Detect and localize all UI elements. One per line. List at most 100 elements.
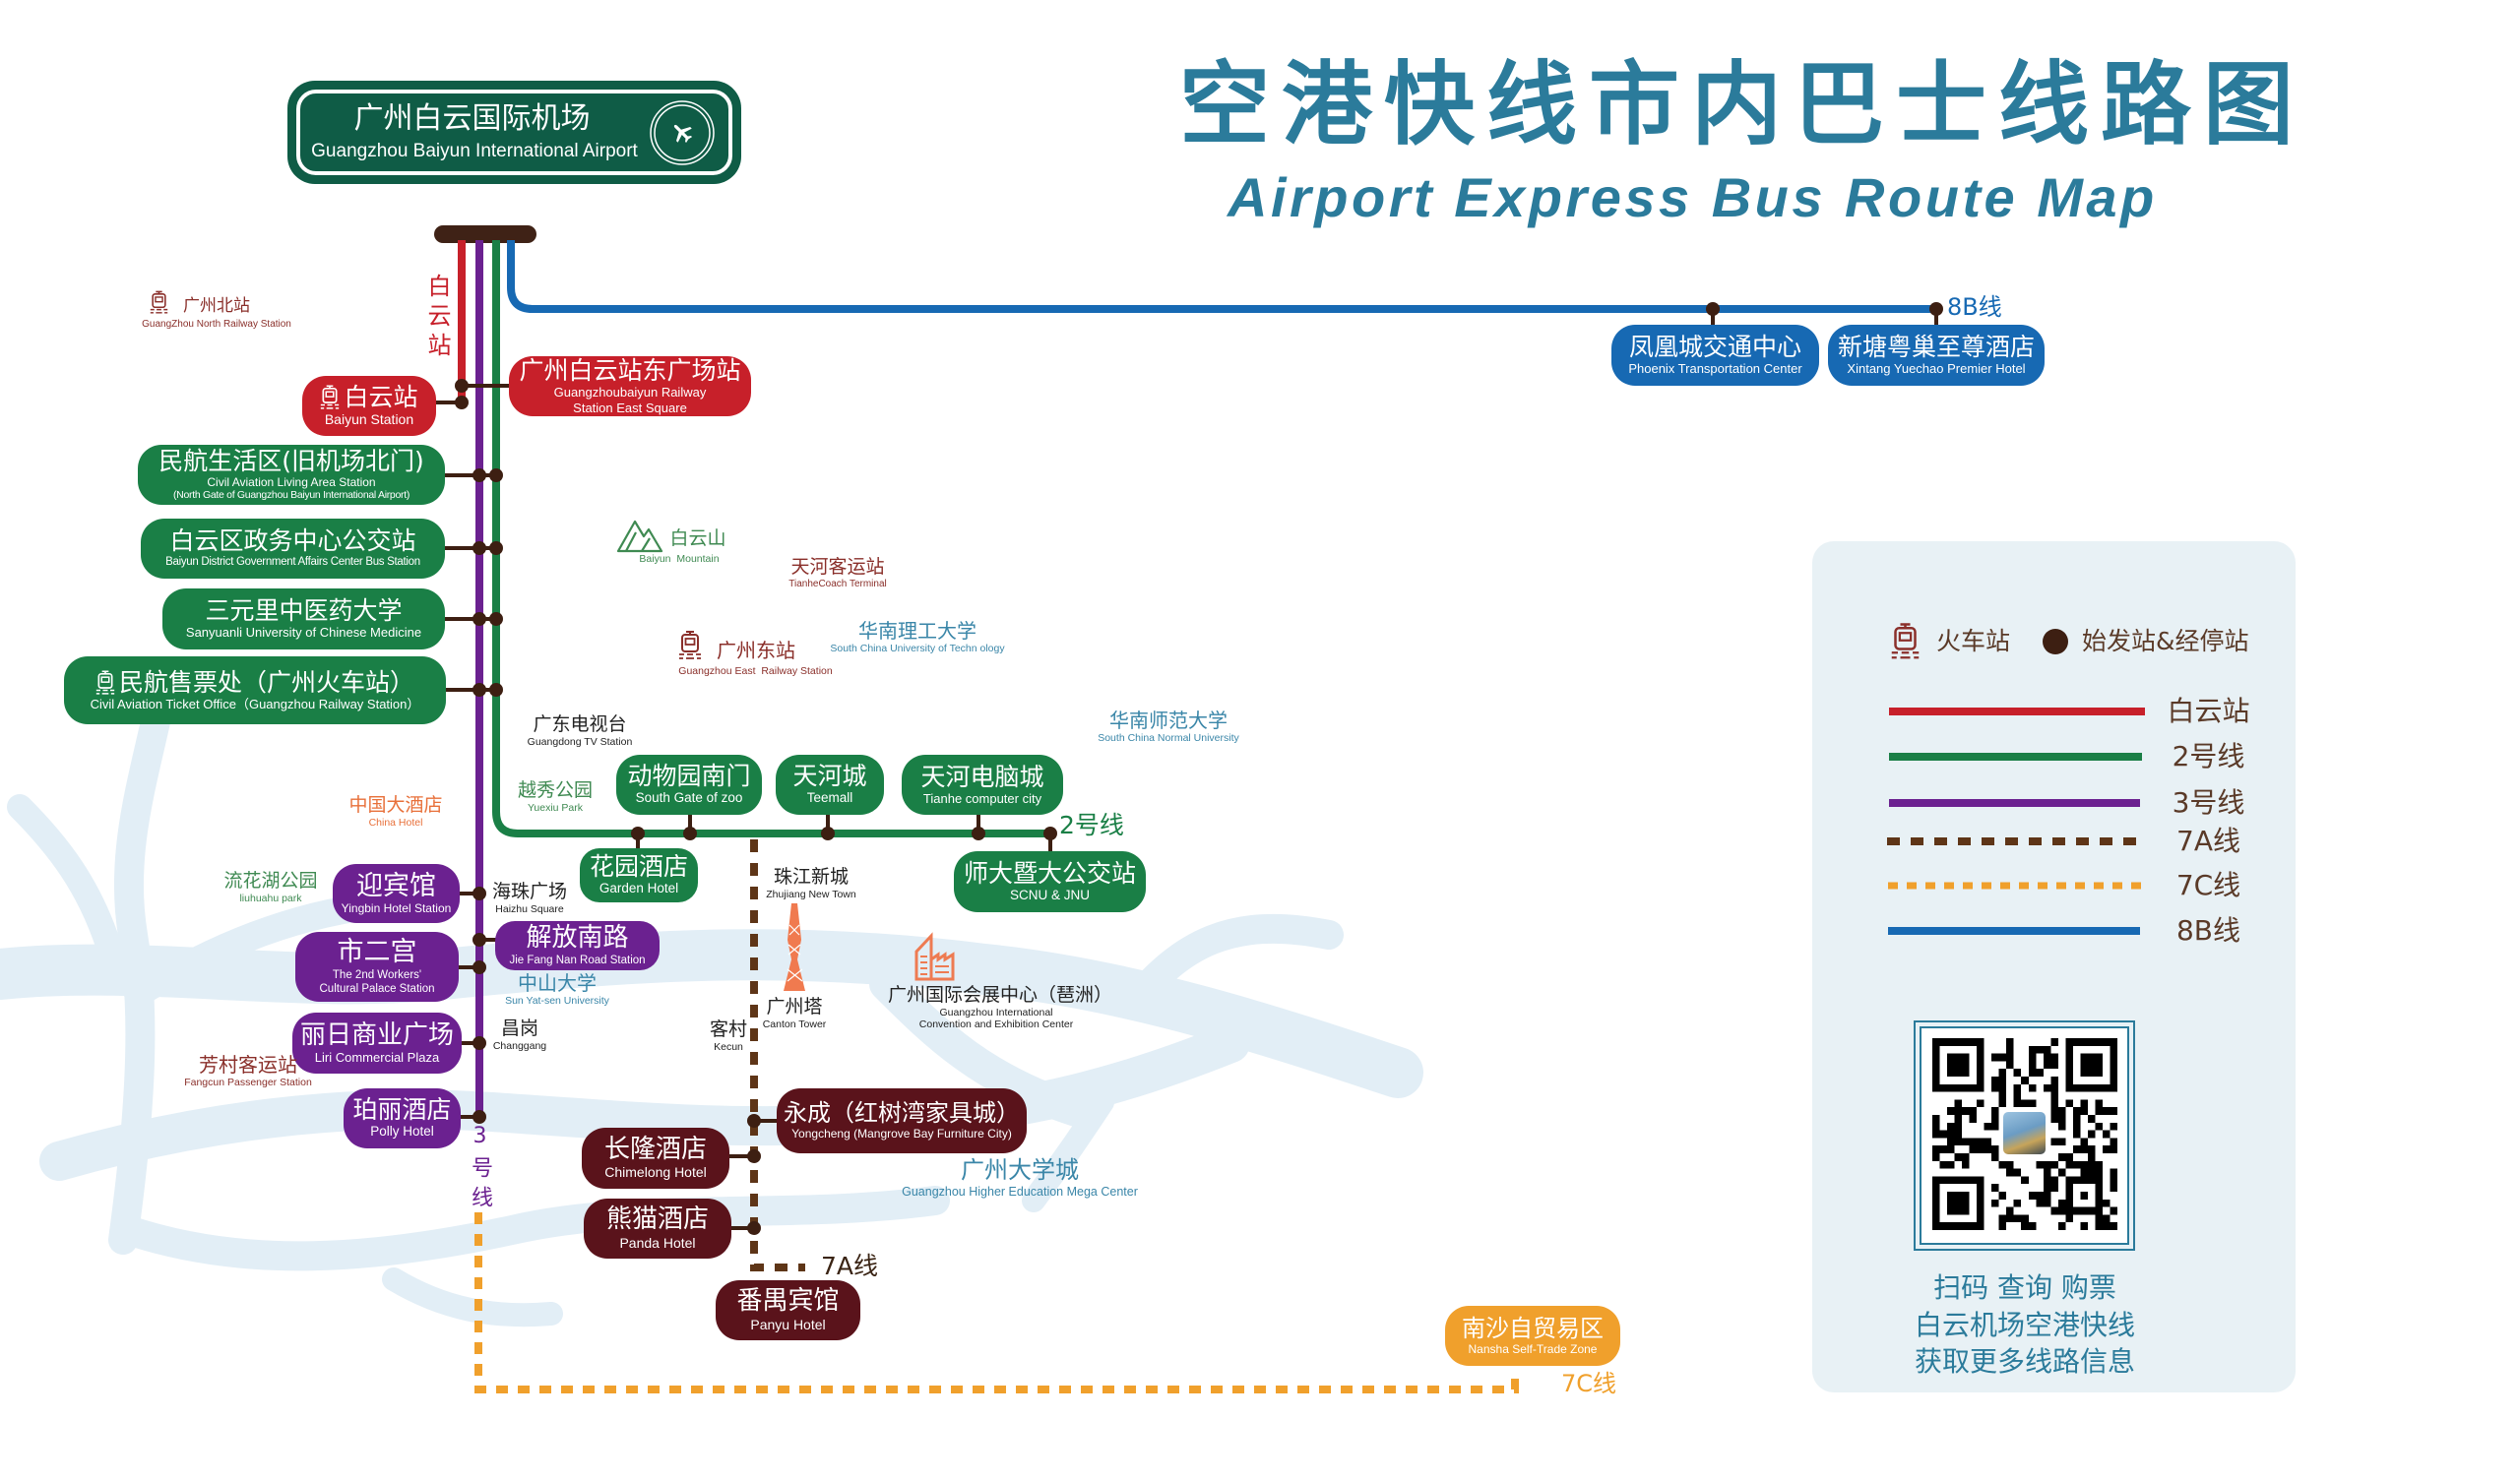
stop-dot — [631, 827, 645, 840]
landmark-name-en: GuangZhou North Railway Station — [142, 319, 291, 330]
page-title: 空港快线市内巴士线路图 — [1179, 52, 2306, 157]
station-name-cn: 丽日商业广场 — [299, 1019, 454, 1050]
landmark-name-en: Zhujiang New Town — [766, 888, 856, 900]
route-line-7a — [750, 839, 805, 1271]
landmark-name-cn: 广州北站 — [183, 296, 250, 316]
station-name-cn: 迎宾馆 — [356, 870, 436, 901]
landmark-zhujiang-new-town: 珠江新城 Zhujiang New Town — [754, 866, 868, 900]
station-name-cn: 广州白云站东广场站 — [519, 355, 741, 385]
airport-sign-border — [296, 90, 732, 175]
legend-train-station-label: 火车站 — [1936, 627, 2011, 655]
landmark-name-cn: 越秀公园 — [517, 779, 593, 801]
landmark-name-cn: 广州塔 — [766, 996, 823, 1018]
stop-dot — [472, 960, 486, 974]
station-sanyuanli: 三元里中医药大学 Sanyuanli University of Chinese… — [162, 588, 445, 649]
station-name-cn: 熊猫酒店 — [605, 1204, 709, 1235]
landmark-scut: 华南理工大学 South China University of Techn o… — [819, 620, 1016, 655]
station-name-en: Baiyun Station — [324, 410, 414, 427]
train-station-icon — [679, 631, 701, 659]
landmark-gz-north-station-en: GuangZhou North Railway Station — [123, 319, 310, 331]
convention-center-icon — [914, 932, 955, 981]
landmark-china-hotel: 中国大酒店 China Hotel — [343, 794, 449, 829]
station-name-en: SCNU & JNU — [1009, 887, 1090, 902]
landmark-baiyun-mountain: 白云山 — [665, 527, 730, 550]
station-name-cn: 白云站 — [344, 382, 418, 411]
station-name-en: Station East Square — [573, 400, 687, 415]
line-label-3: 3号线 — [468, 1124, 492, 1215]
landmark-guangdong-tv: 广东电视台 Guangdong TV Station — [520, 713, 640, 748]
landmark-kecun: 客村 Kecun — [705, 1018, 752, 1053]
station-name-en: Xintang Yuechao Premier Hotel — [1847, 361, 2026, 377]
landmark-name-en: Guangzhou East Railway Station — [678, 665, 833, 677]
train-station-icon — [1891, 623, 1920, 659]
station-name-en: Tianhe computer city — [922, 790, 1042, 806]
station-name-cn: 凤凰城交通中心 — [1628, 333, 1801, 362]
landmark-name-en: South China Normal University — [1098, 732, 1239, 744]
station-liri-plaza: 丽日商业广场 Liri Commercial Plaza — [292, 1013, 462, 1074]
route-line-7c — [474, 1212, 1519, 1393]
canton-tower-icon — [784, 903, 805, 991]
station-name-en: Panda Hotel — [619, 1234, 696, 1251]
station-polly-hotel: 珀丽酒店 Polly Hotel — [344, 1088, 461, 1148]
qr-caption-more-info: 获取更多线路信息 — [1914, 1345, 2135, 1378]
stop-dot — [489, 468, 503, 482]
route-line-2 — [492, 240, 1050, 837]
station-chimelong-hotel: 长隆酒店 Chimelong Hotel — [582, 1128, 729, 1189]
qr-caption-scan: 扫码 查询 购票 — [1933, 1271, 2116, 1304]
line-label-baiyun-station: 白云站 — [423, 274, 451, 362]
legend-panel: 火车站 始发站&经停站 白云站 2号线 3号线 7A线 7C线 8B线 扫码 查… — [1812, 541, 2296, 1392]
qr-code-modules — [1932, 1038, 2117, 1230]
station-name-en: Sanyuanli University of Chinese Medicine — [185, 625, 422, 641]
landmark-name-cn: 广州东站 — [717, 639, 795, 662]
landmark-baiyun-mountain-en: Baiyun Mountain — [620, 553, 738, 566]
stop-dot — [1043, 827, 1057, 840]
station-workers-cultural-palace: 市二宫 The 2nd Workers' Cultural Palace Sta… — [295, 932, 459, 1002]
station-name-en: Jie Fang Nan Road Station — [509, 954, 646, 966]
landmark-name-en: China Hotel — [368, 816, 423, 829]
station-name-cn: 市二宫 — [337, 937, 417, 968]
station-civil-aviation-living-area: 民航生活区(旧机场北门) Civil Aviation Living Area … — [138, 445, 445, 505]
river-shape — [869, 967, 1100, 1129]
stop-dot — [472, 468, 486, 482]
airplane-icon — [650, 100, 715, 165]
station-name-cn: 新塘粤巢至尊酒店 — [1837, 333, 2035, 362]
landmark-name-cn: 昌岗 — [500, 1018, 538, 1039]
river-shape — [7, 794, 121, 957]
landmark-haizhu-square: 海珠广场 Haizhu Square — [488, 881, 571, 915]
stop-dot — [472, 1110, 486, 1124]
landmark-name-en: Guangzhou International — [939, 1006, 1053, 1018]
landmark-name-en: Guangdong TV Station — [527, 735, 633, 748]
landmark-yuexiu-park: 越秀公园 Yuexiu Park — [512, 779, 598, 814]
landmark-gz-east-station: 广州东站 — [713, 640, 799, 662]
stop-dot — [472, 887, 486, 900]
mountain-icon — [616, 520, 663, 553]
station-tianhe-computer-city: 天河电脑城 Tianhe computer city — [902, 755, 1063, 815]
landmark-name-en: liuhuahu park — [239, 892, 302, 904]
station-name-en: (North Gate of Guangzhou Baiyun Internat… — [172, 489, 410, 502]
landmark-name-en: Sun Yat-sen University — [505, 995, 609, 1007]
river-shape — [113, 1186, 950, 1271]
station-panyu-hotel: 番禺宾馆 Panyu Hotel — [716, 1280, 860, 1340]
landmark-name-cn: 广州大学城 — [961, 1156, 1079, 1184]
landmark-liuhuahu-park: 流花湖公园 liuhuahu park — [220, 870, 321, 904]
stop-dot — [455, 396, 469, 409]
landmark-name-cn: 海珠广场 — [491, 881, 567, 902]
landmark-fangcun-passenger-station: 芳村客运站 Fangcun Passenger Station — [175, 1054, 321, 1089]
airport-terminal-bar — [434, 225, 536, 243]
landmark-name-en: Guangzhou Higher Education Mega Center — [902, 1184, 1138, 1199]
landmark-name-cn: 华南师范大学 — [1109, 709, 1228, 732]
station-name-en: Yongcheng (Mangrove Bay Furniture City) — [791, 1127, 1012, 1142]
stop-dot — [1706, 302, 1720, 316]
stop-dot — [747, 1221, 761, 1235]
stop-dot — [472, 1036, 486, 1050]
station-name-cn: 民航生活区(旧机场北门) — [158, 446, 424, 475]
train-station-icon — [150, 290, 168, 314]
station-name-cn: 三元里中医药大学 — [205, 596, 403, 626]
station-xintang-yuechao-hotel: 新塘粤巢至尊酒店 Xintang Yuechao Premier Hotel — [1828, 325, 2045, 386]
station-name-en: Baiyun District Government Affairs Cente… — [165, 556, 420, 569]
airport-sign: 广州白云国际机场 Guangzhou Baiyun International … — [287, 81, 741, 184]
station-name-en: Liri Commercial Plaza — [314, 1049, 440, 1065]
airport-name-cn: 广州白云国际机场 — [353, 101, 591, 136]
